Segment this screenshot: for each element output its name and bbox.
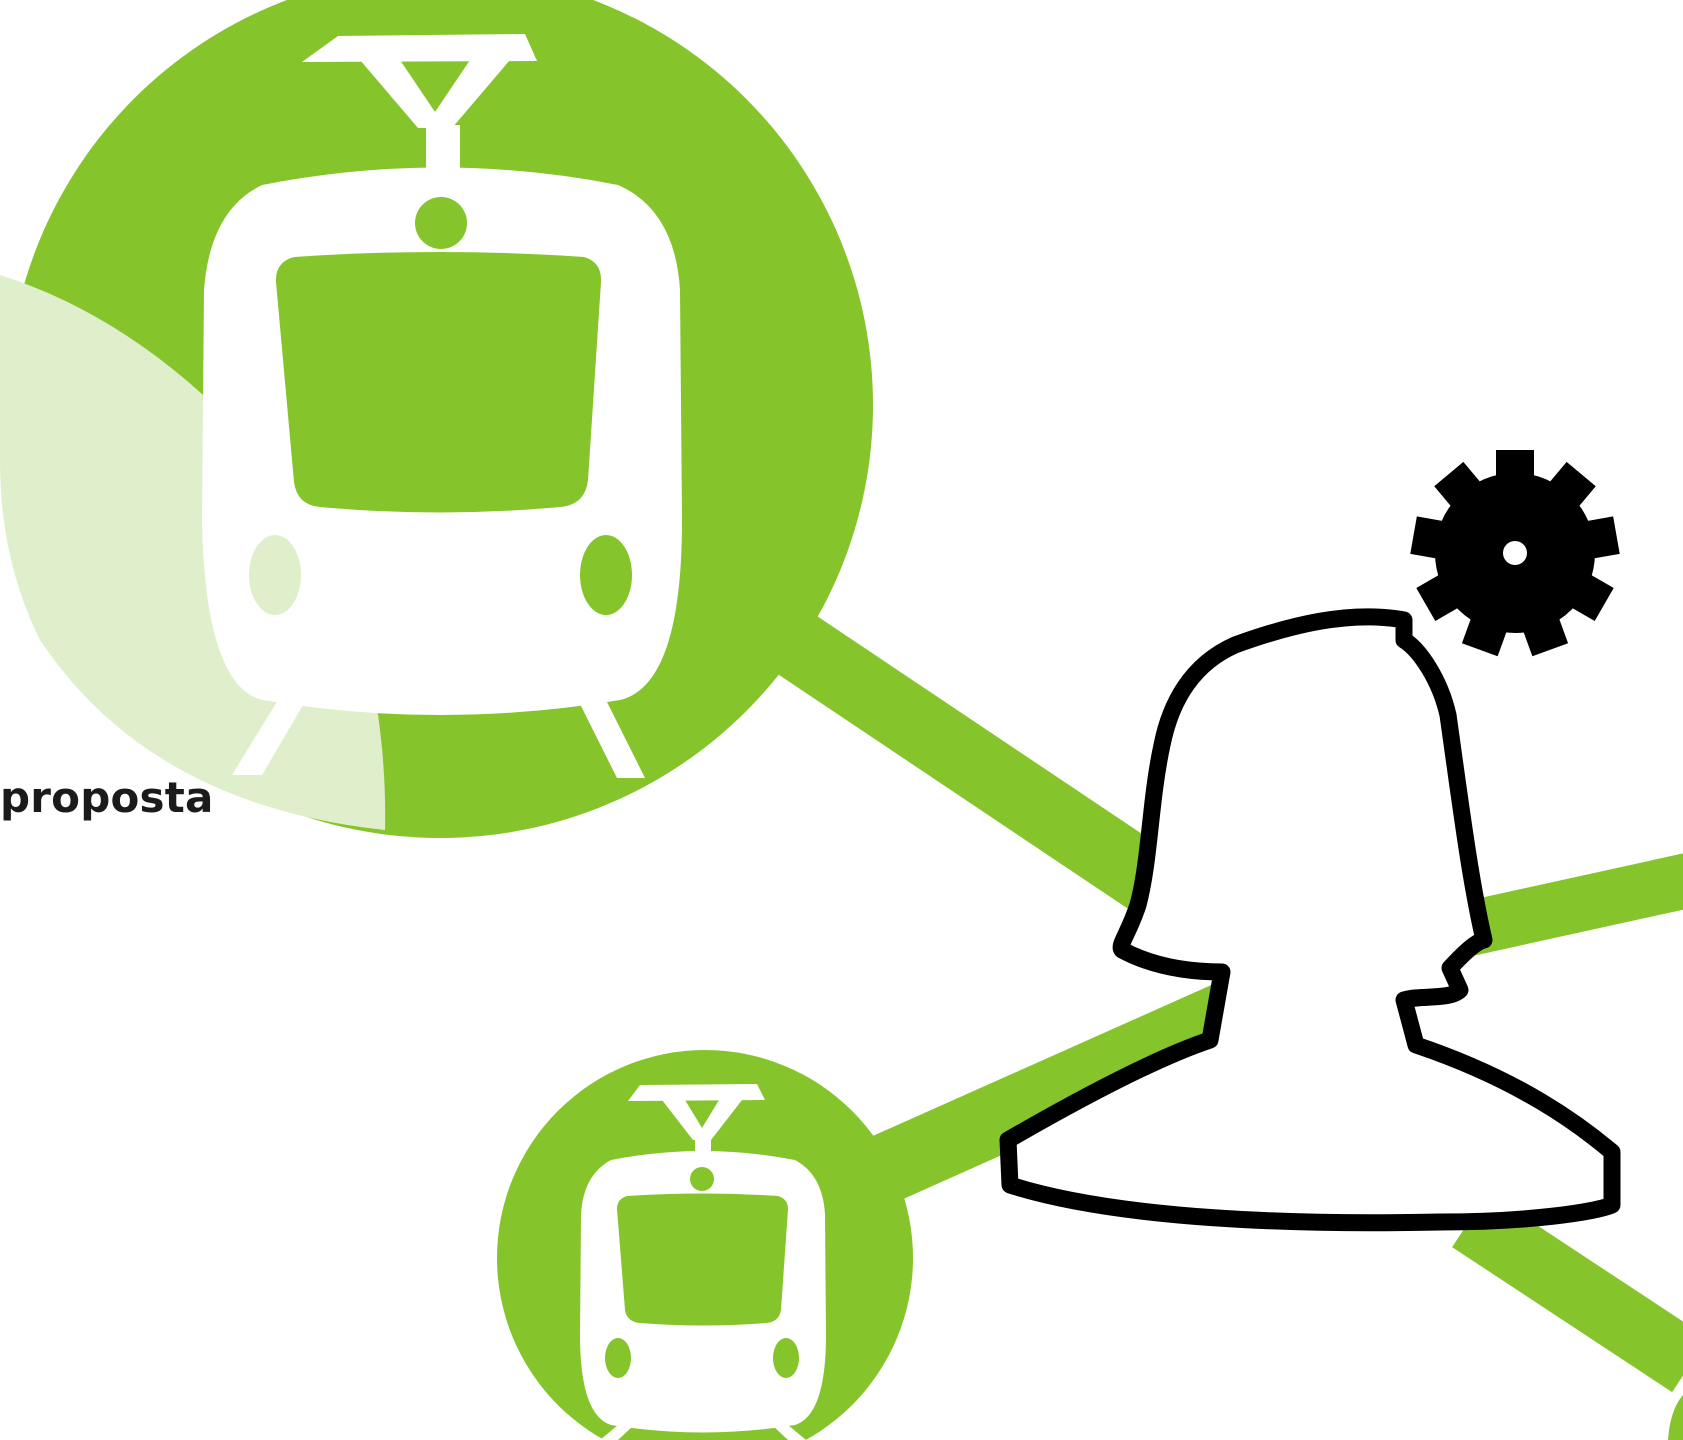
- pantograph-arms: [360, 60, 510, 128]
- tram-icon-small: [580, 1084, 826, 1440]
- tram-wheel-left-small: [600, 1425, 634, 1440]
- tram-headlight-right: [580, 535, 632, 615]
- network-line-right-lower: [1452, 1192, 1683, 1393]
- tram-windshield: [275, 252, 602, 513]
- tram-wheel-right: [578, 700, 645, 778]
- small-station: [497, 1050, 913, 1440]
- tram-wheel-right-small: [772, 1425, 806, 1440]
- large-station: [0, 0, 873, 838]
- tram-headlight-left-small: [605, 1338, 631, 1378]
- person-silhouette-icon: [999, 608, 1621, 1232]
- tram-roof-light-small: [690, 1167, 714, 1191]
- pantograph-arms-small: [662, 1100, 742, 1140]
- tram-wheel-left: [232, 700, 306, 775]
- edge-station-partial: [1668, 1395, 1683, 1440]
- tram-windshield-small: [617, 1193, 788, 1326]
- tram-headlight-right-small: [773, 1338, 799, 1378]
- tram-icon: [202, 34, 682, 778]
- pantograph-mast: [426, 125, 460, 170]
- pantograph-bar-small: [628, 1084, 765, 1101]
- gear-icon: [1410, 450, 1620, 657]
- caption-text: proposta: [0, 773, 214, 822]
- network-line-small-station: [845, 983, 1245, 1212]
- tram-headlight-left: [249, 535, 301, 615]
- tram-roof-light: [415, 197, 467, 249]
- pantograph-bar: [302, 34, 537, 62]
